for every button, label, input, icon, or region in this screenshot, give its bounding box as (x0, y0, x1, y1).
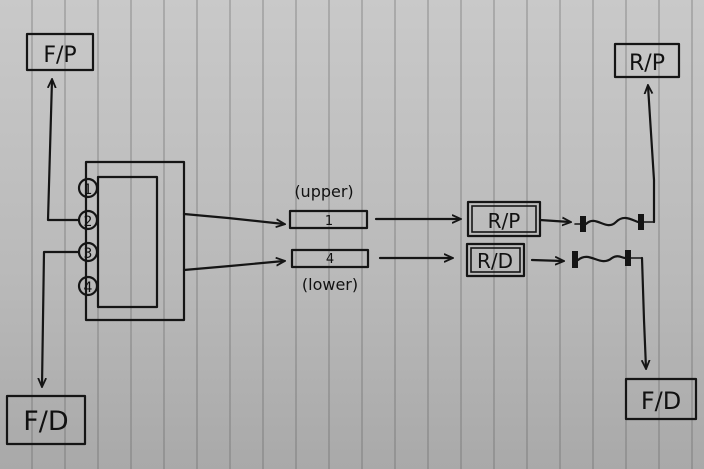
line-unit-to-upper-bar (182, 212, 284, 224)
upper-connector (574, 214, 655, 232)
line-rd-to-connector (530, 260, 563, 261)
fd-box-bottom-right: F/D (624, 377, 698, 421)
line-port3-to-fd (42, 250, 81, 386)
rp-label-top-right: R/P (629, 51, 665, 76)
line-unit-to-lower-bar (182, 261, 284, 272)
rp-label-middle: R/P (488, 209, 521, 233)
upper-bar: (upper) 1 (288, 182, 369, 230)
upper-bar-value: 1 (325, 214, 333, 229)
upper-caption: (upper) (294, 182, 353, 201)
lower-bar: 4 (lower) (290, 248, 370, 294)
rp-box-middle: R/P (466, 200, 542, 238)
port-2-label: 2 (84, 214, 93, 230)
port-4-label: 4 (84, 280, 93, 296)
port-circles: 1 2 3 4 (77, 177, 99, 297)
lower-connector (572, 250, 643, 268)
fd-box-bottom-left: F/D (5, 394, 87, 446)
port-1-label: 1 (84, 182, 93, 198)
rp-box-top-right: R/P (613, 42, 681, 79)
fp-label-top-left: F/P (43, 43, 76, 68)
port-3-label: 3 (84, 246, 93, 262)
main-unit (84, 160, 186, 322)
fd-label-bottom-left: F/D (23, 406, 68, 437)
lower-bar-value: 4 (326, 252, 334, 267)
fd-label-bottom-right: F/D (641, 387, 681, 415)
fp-box-top-left: F/P (25, 32, 95, 72)
line-connector-to-rp-top (648, 86, 656, 224)
line-connector-to-fd-bottom (642, 256, 646, 368)
rd-box-middle: R/D (465, 242, 526, 278)
line-port2-to-fp (46, 80, 81, 222)
line-rp-to-connector (538, 220, 570, 222)
lower-caption: (lower) (302, 275, 358, 294)
rd-label-middle: R/D (477, 249, 513, 273)
